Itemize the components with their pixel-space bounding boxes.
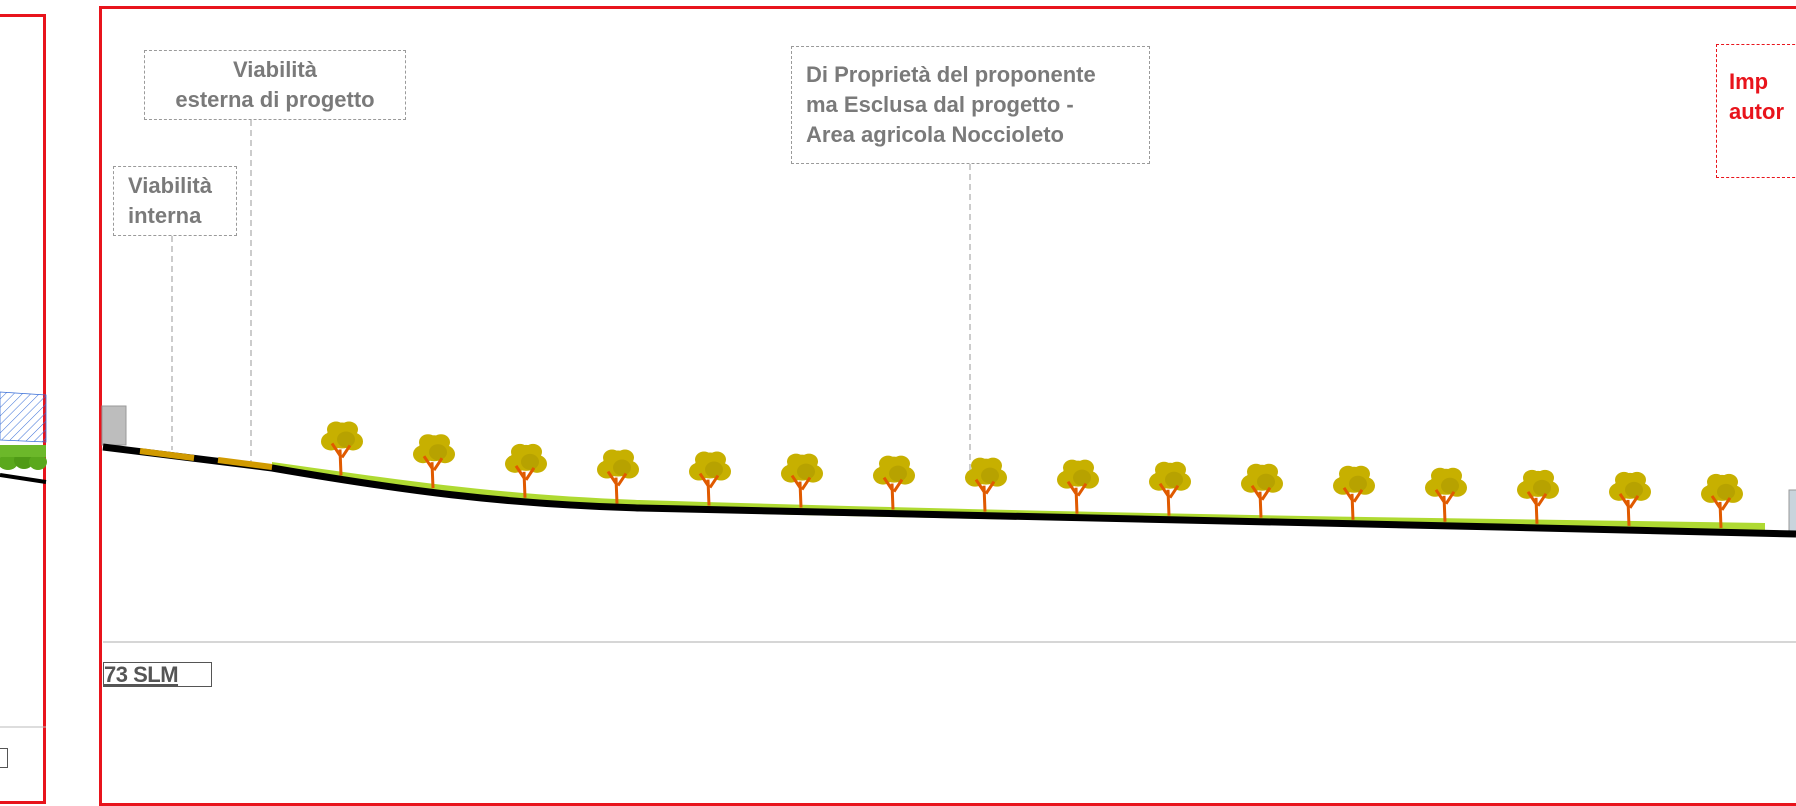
tree-icon xyxy=(1609,471,1651,526)
tree-icon xyxy=(1425,467,1467,522)
tree-icon xyxy=(505,443,547,498)
left-ground-line xyxy=(0,473,47,484)
external-road-segment xyxy=(217,457,273,470)
ground-line xyxy=(102,443,1796,538)
label-viabilita-esterna-text: Viabilità esterna di progetto xyxy=(175,57,375,112)
label-viabilita-interna-text: Viabilità interna xyxy=(128,173,212,228)
tree-icon xyxy=(321,421,363,476)
tree-icon xyxy=(1149,461,1191,516)
tree-icon xyxy=(1057,459,1099,514)
building-block xyxy=(101,405,127,446)
building-block-right xyxy=(1788,489,1796,535)
tree-icon xyxy=(1333,465,1375,520)
terrain-section-drawing xyxy=(0,120,1796,728)
label-impianto: Imp autor xyxy=(1716,44,1796,178)
tree-icon xyxy=(689,451,731,506)
left-elevation-box xyxy=(0,748,8,768)
label-viabilita-interna: Viabilità interna xyxy=(113,166,237,236)
hatched-area xyxy=(0,391,47,443)
elevation-label: 73 SLM xyxy=(103,662,212,687)
label-impianto-text: Imp autor xyxy=(1729,69,1784,124)
label-viabilita-esterna: Viabilità esterna di progetto xyxy=(144,50,406,120)
tree-icon xyxy=(1241,463,1283,518)
tree-icon xyxy=(873,455,915,510)
tree-icon xyxy=(1701,473,1743,528)
tree-row xyxy=(321,421,1743,528)
leader-lines xyxy=(171,120,971,478)
label-noccioleto: Di Proprietà del proponente ma Esclusa d… xyxy=(791,46,1150,164)
tree-icon xyxy=(1517,469,1559,524)
internal-road-segment xyxy=(139,448,195,461)
tree-icon xyxy=(413,434,455,489)
tree-icon xyxy=(965,457,1007,512)
left-vegetation xyxy=(0,445,47,470)
label-noccioleto-text: Di Proprietà del proponente ma Esclusa d… xyxy=(806,62,1096,147)
tree-icon xyxy=(781,453,823,508)
tree-icon xyxy=(597,449,639,504)
